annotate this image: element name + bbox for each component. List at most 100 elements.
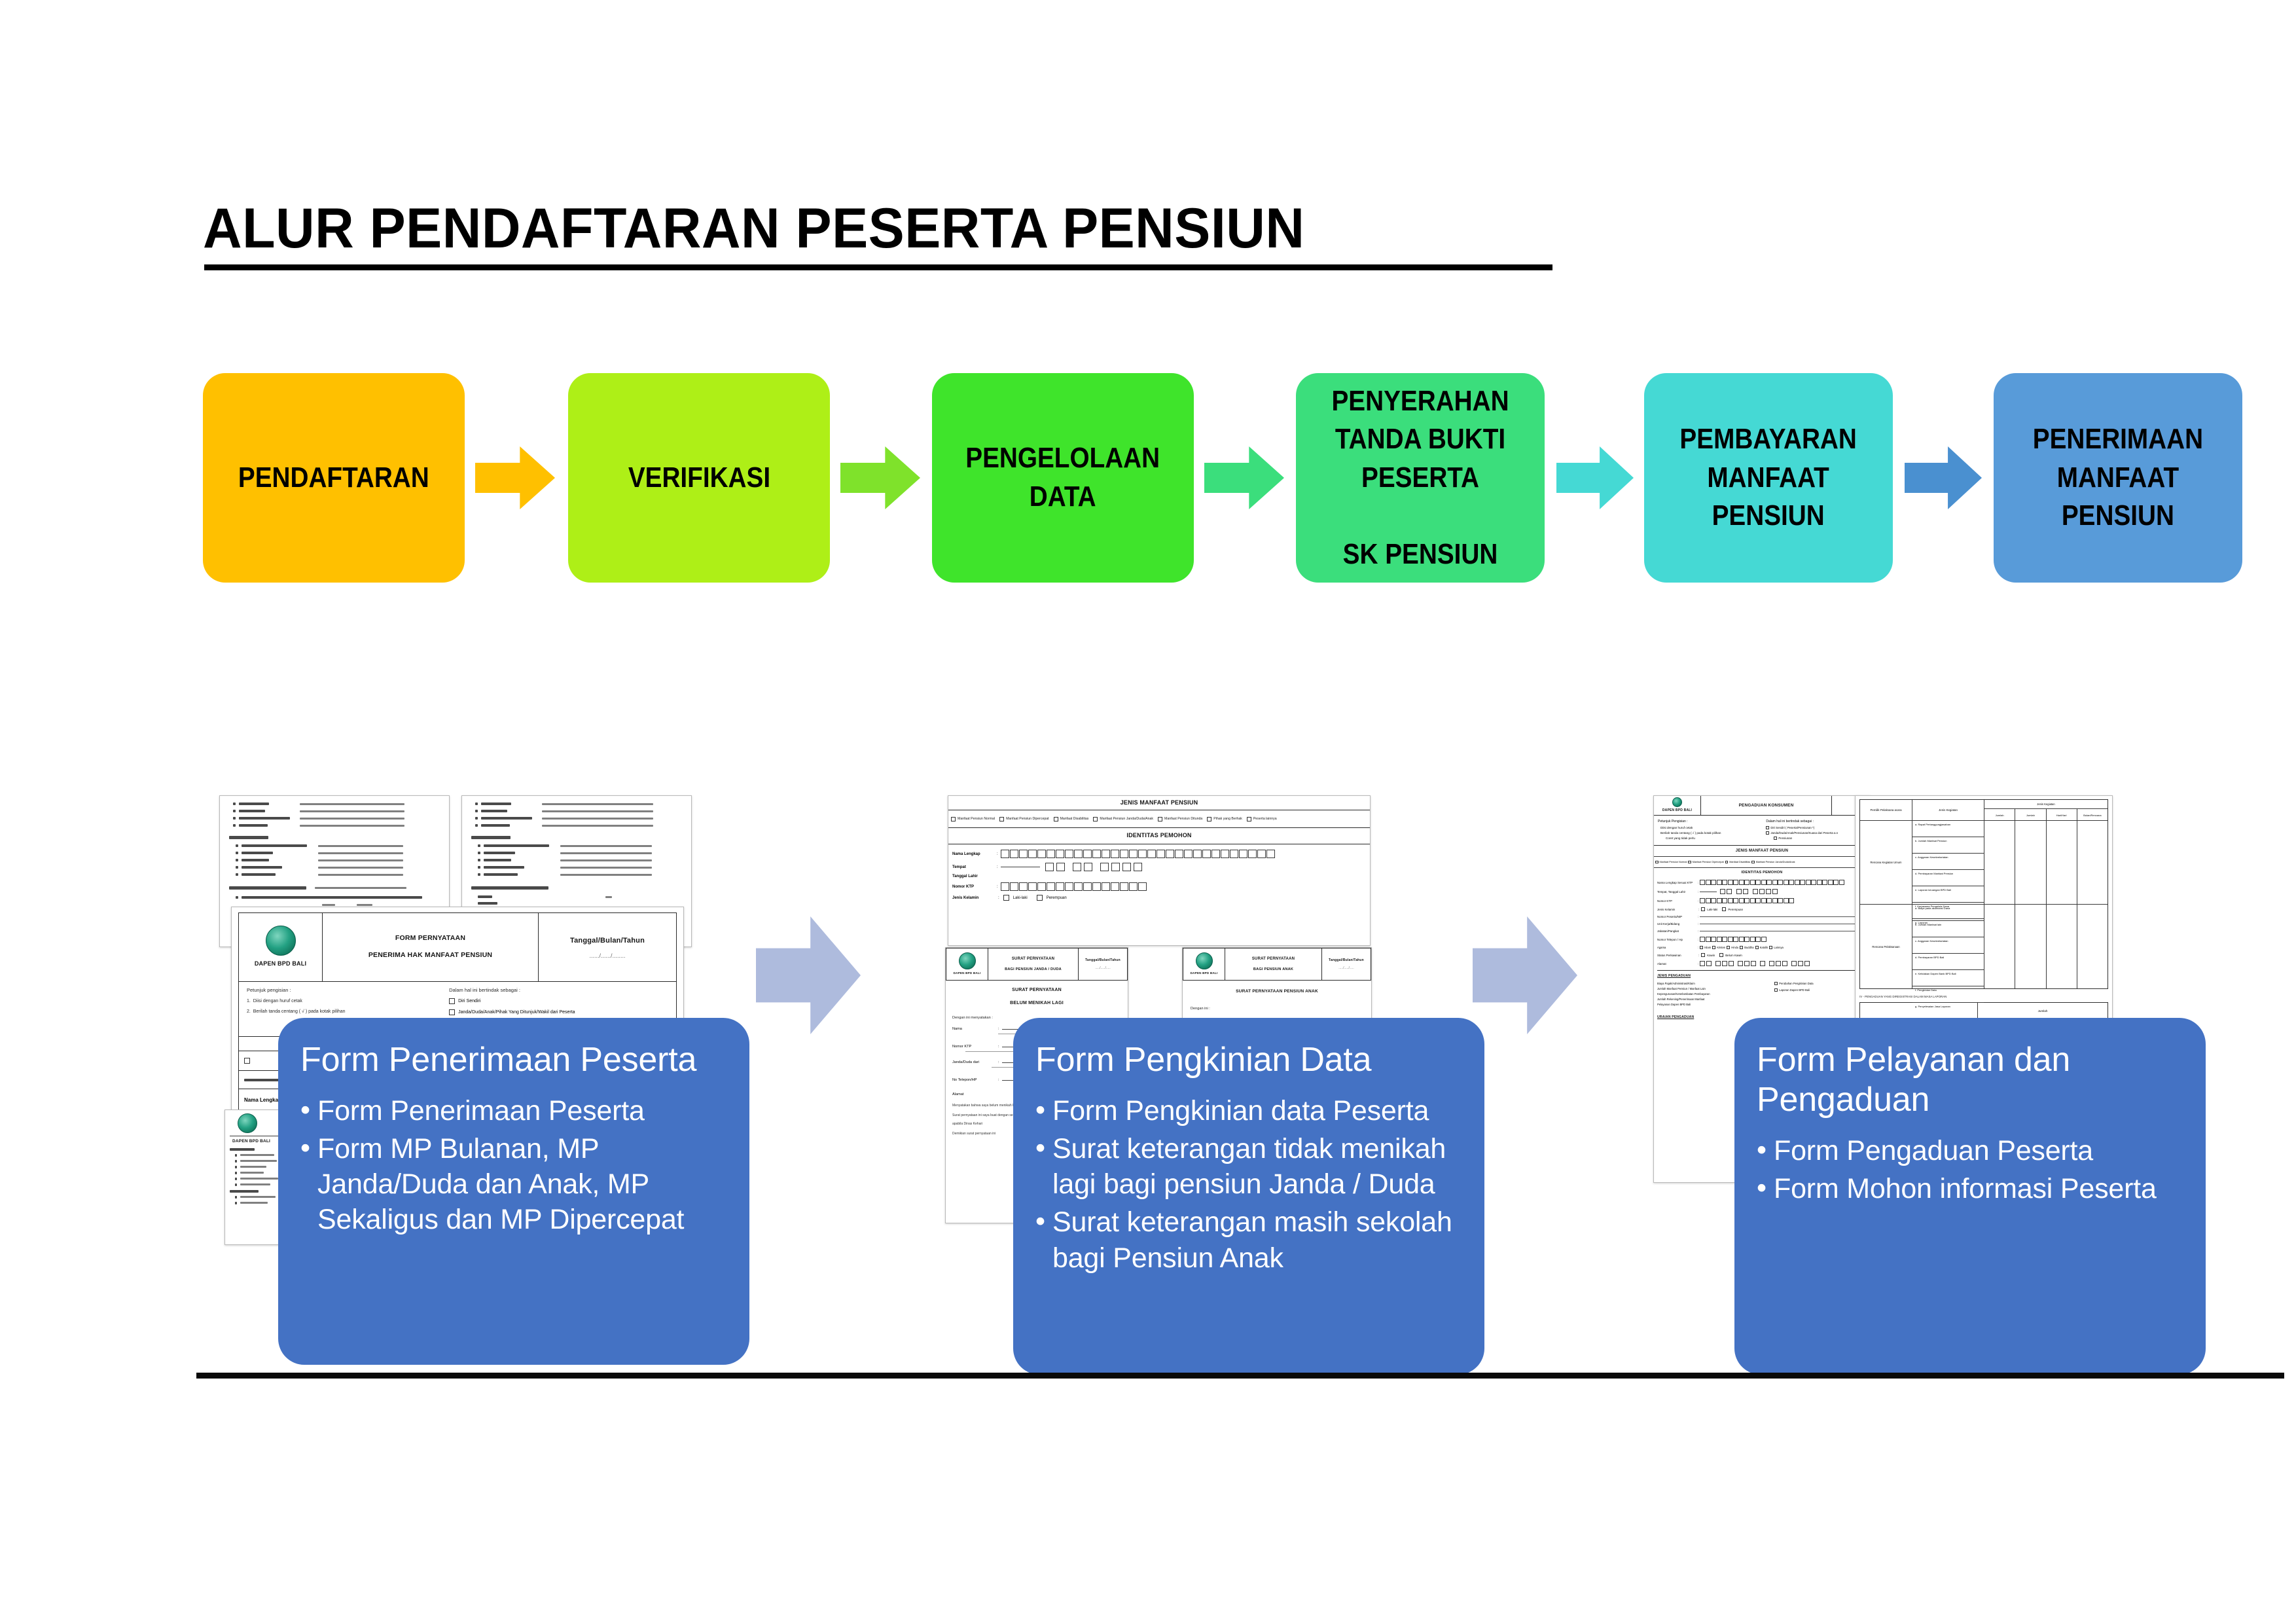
doc-checkbox[interactable]: [1053, 816, 1058, 821]
flow-step-1[interactable]: PENDAFTARAN: [203, 373, 465, 583]
doc-instruction-right: Dalam hal ini bertindak sebagai :: [1766, 820, 1814, 823]
doc-identity-field: Jabatan/Pangkat: [1657, 929, 1679, 933]
info-card-bullet-list: Form Penerimaan PesertaForm MP Bulanan, …: [300, 1092, 727, 1238]
doc-checkbox[interactable]: [1751, 860, 1755, 864]
doc-benefit-option: Manfaat Pensiun Normal: [1659, 861, 1687, 863]
doc-checkbox[interactable]: [1774, 981, 1778, 985]
doc-benefit-option: Peserta lainnya: [1253, 817, 1277, 821]
doc-instruction-item: Diisi dengan huruf cetak: [1660, 826, 1693, 829]
doc-identity-field: Alamat: [1657, 962, 1666, 965]
doc-checkbox[interactable]: [1158, 816, 1163, 821]
doc-checkbox[interactable]: [1701, 953, 1706, 957]
doc-checkbox[interactable]: [1766, 831, 1770, 835]
doc-table-row-label: f. Pengkinian Data: [1912, 986, 1984, 1003]
doc-checkbox[interactable]: [1003, 895, 1009, 901]
doc-identity-field: Jenis Kelamin: [1657, 907, 1676, 911]
doc-checkbox[interactable]: [1722, 907, 1727, 911]
doc-field-label: Alamat: [952, 1092, 964, 1096]
flow-step-5[interactable]: PEMBAYARAN MANFAAT PENSIUN: [1644, 373, 1893, 583]
doc-checkbox[interactable]: [1688, 860, 1691, 864]
doc-statement-header: SURAT PERNYATAAN: [1011, 956, 1055, 961]
doc-checkbox[interactable]: [449, 1009, 456, 1015]
flow-step-label: PENGELOLAAN DATA: [965, 442, 1160, 513]
doc-identity-field: Nama Lengkap Sesuai KTP: [1657, 880, 1693, 884]
info-card-title: Form Pelayanan dan Pengaduan: [1757, 1041, 2071, 1119]
doc-checkbox[interactable]: [1740, 946, 1744, 949]
doc-checkbox[interactable]: [1207, 816, 1212, 821]
doc-checkbox[interactable]: [951, 816, 956, 821]
info-card-bullet: Form Pengkinian data Peserta: [1035, 1092, 1462, 1128]
doc-checkbox[interactable]: [1774, 988, 1778, 992]
flow-step-4[interactable]: PENYERAHAN TANDA BUKTI PESERTA SK PENSIU…: [1296, 373, 1545, 583]
doc-pengaduan-right-item: Laporan Dapen BPD Bali: [1779, 988, 1810, 992]
doc-checkbox[interactable]: [1712, 946, 1716, 949]
doc-benefit-option: Manfaat Pensiun Dipercepat: [1692, 861, 1724, 863]
doc-org-name: DAPEN BPD BALI: [232, 1139, 271, 1144]
doc-benefit-option: Manfaat Pensiun Dipercepat: [1006, 817, 1049, 821]
doc-checkbox[interactable]: [1093, 816, 1098, 821]
doc-table-col: Jumlah: [2015, 809, 2047, 821]
doc-checkbox[interactable]: [1769, 946, 1773, 949]
doc-identity-field: Status Perkawinan: [1657, 953, 1681, 957]
flow-arrow-4-icon: [1556, 373, 1634, 583]
doc-benefit-option: Manfaat Pensiun Janda/Duda/Anak: [1755, 861, 1795, 863]
info-card-bullet-list: Form Pengaduan PesertaForm Mohon informa…: [1757, 1132, 2183, 1206]
doc-checkbox[interactable]: [1766, 826, 1770, 829]
doc-checkbox[interactable]: [999, 816, 1005, 821]
doc-checkbox-label: Janda/Duda/Anak/Pihak Yang Ditunjuk/Waki…: [458, 1010, 575, 1015]
doc-checkbox[interactable]: [1036, 895, 1043, 901]
doc-right-option: Pensiunan: [1778, 837, 1793, 840]
doc-checkbox[interactable]: [1246, 816, 1251, 821]
info-card-bullet: Form Mohon informasi Peserta: [1757, 1170, 2183, 1206]
doc-subnote: IV - PENGADUAN YANG DIREGISTRASI DALAM M…: [1859, 995, 1947, 998]
flow-step-label: PENYERAHAN TANDA BUKTI PESERTA SK PENSIU…: [1331, 384, 1509, 570]
doc-statement-closing: Demikian surat pernyataan ini: [952, 1132, 996, 1136]
doc-benefit-option: Manfaat Pensiun Janda/Duda/Anak: [1100, 817, 1154, 821]
doc-statement-subheader: BAGI PENSIUN JANDA / DUDA: [1005, 967, 1062, 971]
doc-field-label: Nama: [952, 1027, 962, 1031]
info-card-2[interactable]: Form Pengkinian DataForm Pengkinian data…: [1013, 1018, 1484, 1375]
doc-org-name: DAPEN BPD BALI: [254, 960, 307, 967]
doc-statement-closing: Menyatakan bahwa saya belum menikah lagi: [952, 1104, 1018, 1108]
doc-table-row-label: a. Rapat Pertanggungjawaban: [1912, 821, 1984, 837]
flow-step-2[interactable]: VERIFIKASI: [568, 373, 830, 583]
doc-table-row-label: c. Anggaran Kesekretariatan: [1912, 854, 1984, 870]
doc-uraian-heading: URAIAN PENGADUAN: [1657, 1015, 1695, 1019]
doc-checkbox[interactable]: [1700, 946, 1704, 949]
doc-instruction-item: Diisi dengan huruf cetak: [253, 999, 302, 1003]
doc-statement-title-2: BELUM MENIKAH LAGI: [1010, 1000, 1064, 1005]
info-card-1[interactable]: Form Penerimaan PesertaForm Penerimaan P…: [278, 1018, 749, 1365]
doc-checkbox[interactable]: [1719, 953, 1724, 957]
flow-step-6[interactable]: PENERIMAAN MANFAAT PENSIUN: [1994, 373, 2242, 583]
doc-table-row-label: g. Laporan: [1915, 921, 1928, 924]
info-card-title: Form Penerimaan Peserta: [300, 1041, 697, 1079]
lower-flow-arrow-1-icon: [756, 916, 861, 1038]
doc-instruction-right: Dalam hal ini bertindak sebagai :: [449, 987, 520, 993]
doc-checkbox[interactable]: [244, 1058, 250, 1064]
doc-checkbox[interactable]: [1755, 946, 1759, 949]
doc-checkbox[interactable]: [1727, 946, 1731, 949]
doc-statement-subheader: BAGI PENSIUN ANAK: [1253, 967, 1294, 971]
doc-checkbox[interactable]: [1774, 837, 1778, 840]
doc-checkbox[interactable]: [449, 998, 456, 1004]
dapen-logo-icon: [238, 1113, 257, 1133]
doc-pengaduan-item: Jumlah Rekening/Penerimaan Manfaat: [1657, 997, 1705, 1001]
doc-statement-title-1: SURAT PERNYATAAN: [1012, 988, 1062, 992]
dapen-logo-icon: [958, 952, 976, 970]
doc-identity-field: Nama Lengkap: [952, 852, 980, 856]
doc-checkbox[interactable]: [1725, 860, 1729, 864]
info-card-title: Form Pengkinian Data: [1035, 1041, 1372, 1079]
doc-identity-field: Tempat: [952, 865, 966, 869]
info-card-3[interactable]: Form Pelayanan dan PengaduanForm Pengadu…: [1734, 1018, 2206, 1375]
flow-step-label: PENDAFTARAN: [238, 461, 429, 494]
doc-table-header: Pemilik Pelaksana acara: [1870, 808, 1902, 812]
info-card-bullet-list: Form Pengkinian data PesertaSurat ketera…: [1035, 1092, 1462, 1276]
doc-checkbox-label: Diri Sendiri: [458, 999, 481, 1003]
doc-checkbox[interactable]: [1701, 907, 1706, 911]
doc-checkbox[interactable]: [1655, 860, 1659, 864]
doc-org-name: DAPEN BPD BALI: [953, 971, 981, 975]
flow-step-3[interactable]: PENGELOLAAN DATA: [932, 373, 1194, 583]
doc-identity-field: Nomor Telepon / Hp: [1657, 937, 1683, 941]
page-title: ALUR PENDAFTARAN PESERTA PENSIUN: [203, 197, 1305, 260]
doc-date-header: Tanggal/Bulan/Tahun: [1085, 958, 1121, 962]
